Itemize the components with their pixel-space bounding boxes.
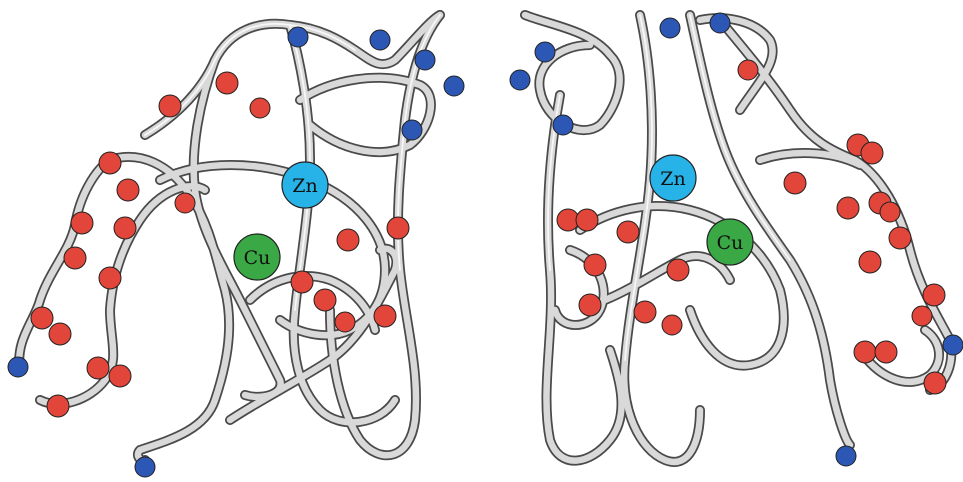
red-residue	[31, 307, 53, 329]
blue-residue	[288, 27, 308, 47]
red-residue	[114, 217, 136, 239]
blue-residue	[510, 70, 530, 90]
red-residue	[889, 227, 911, 249]
red-residue	[159, 95, 181, 117]
red-residue	[667, 259, 689, 281]
blue-residue	[444, 76, 464, 96]
red-residue	[923, 284, 945, 306]
red-residue	[854, 341, 876, 363]
left-cu-ion: Cu	[234, 234, 280, 280]
red-residue	[291, 271, 313, 293]
red-residue	[617, 221, 639, 243]
red-residue	[250, 98, 270, 118]
blue-residue	[135, 457, 155, 477]
right-cu-label: Cu	[717, 232, 744, 254]
red-residue	[387, 217, 409, 239]
red-residue	[117, 179, 139, 201]
right-cu-ion: Cu	[707, 219, 753, 265]
red-residue	[875, 341, 897, 363]
red-residue	[634, 301, 656, 323]
red-residue	[216, 72, 238, 94]
blue-residue	[8, 357, 28, 377]
red-residue	[576, 209, 598, 231]
red-residue	[314, 289, 336, 311]
red-residue	[99, 152, 121, 174]
red-residue	[584, 254, 606, 276]
red-residue	[337, 229, 359, 251]
red-residue	[71, 212, 93, 234]
red-residue	[859, 251, 881, 273]
blue-residue	[535, 42, 555, 62]
red-residue	[109, 365, 131, 387]
red-residue	[49, 323, 71, 345]
red-residue	[880, 202, 900, 222]
red-residue	[837, 197, 859, 219]
red-residue	[99, 267, 121, 289]
blue-residue	[553, 115, 573, 135]
blue-residue	[836, 446, 856, 466]
left-cu-label: Cu	[244, 247, 271, 269]
blue-residue	[943, 335, 963, 355]
red-residue	[87, 357, 109, 379]
red-residue	[861, 142, 883, 164]
blue-residue	[660, 18, 680, 38]
left-subunit: Zn Cu	[8, 15, 464, 477]
right-subunit: Zn Cu	[510, 13, 963, 466]
red-residue	[175, 193, 195, 213]
blue-residue	[370, 30, 390, 50]
red-residue	[374, 305, 396, 327]
red-residue	[784, 172, 806, 194]
red-residue	[662, 315, 682, 335]
red-residue	[64, 247, 86, 269]
blue-residue	[415, 50, 435, 70]
right-zn-label: Zn	[660, 168, 685, 190]
left-zn-ion: Zn	[282, 162, 328, 208]
red-residue	[924, 372, 946, 394]
red-residue	[738, 60, 758, 80]
red-residue	[912, 306, 932, 326]
right-zn-ion: Zn	[650, 155, 696, 201]
blue-residue	[710, 13, 730, 33]
red-residue	[579, 294, 601, 316]
blue-residue	[402, 120, 422, 140]
red-residue	[47, 395, 69, 417]
left-zn-label: Zn	[292, 175, 317, 197]
red-residue	[335, 312, 355, 332]
